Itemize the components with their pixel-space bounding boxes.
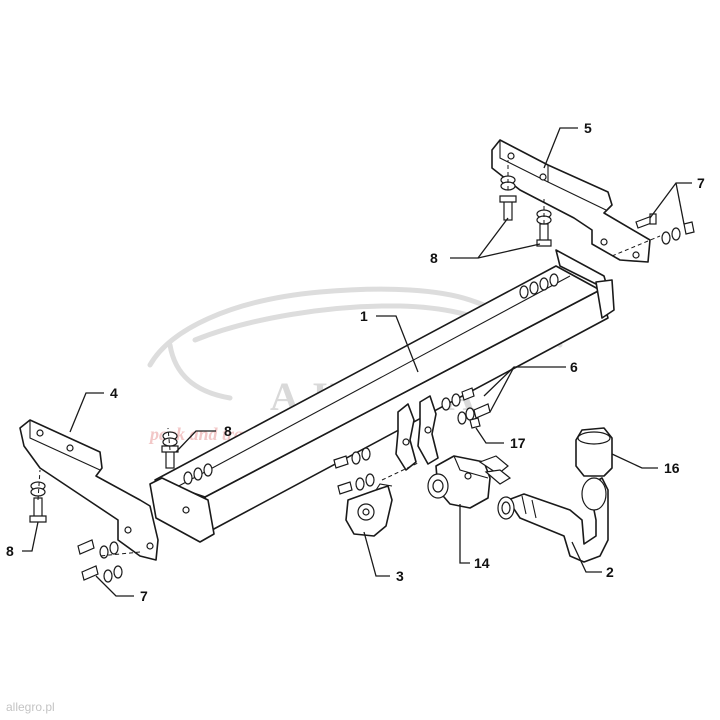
hardware-fasteners [29,175,695,583]
part-1-main-crossbar [149,249,615,543]
callout-7-right: 7 [697,175,705,191]
callout-6: 6 [570,359,578,375]
site-stamp: allegro.pl [6,700,55,714]
part-17-pin [469,417,481,429]
callout-16: 16 [664,460,680,476]
part-3-socket-plate [345,483,393,537]
part-14-lock-mechanism [427,455,512,509]
callout-7-left: 7 [140,588,148,604]
callout-8-right: 8 [430,250,438,266]
callout-3: 3 [396,568,404,584]
assembly-guides [37,160,661,557]
callout-2: 2 [606,564,614,580]
watermark-swoosh [167,342,233,401]
callout-4: 4 [110,385,118,401]
part-16-ball-cover [575,427,613,477]
callout-1: 1 [360,308,368,324]
callout-labels: 1 2 3 4 5 6 7 7 8 8 8 14 16 17 [6,120,705,604]
leader-lines [22,127,692,597]
callout-17: 17 [510,435,526,451]
callout-14: 14 [474,555,490,571]
callout-8-left: 8 [6,543,14,559]
part-4-left-bracket [19,419,159,561]
part-5-right-bracket [491,139,651,263]
callout-8-middle: 8 [224,423,232,439]
callout-5: 5 [584,120,592,136]
part-2-tow-ball-neck [497,477,609,563]
